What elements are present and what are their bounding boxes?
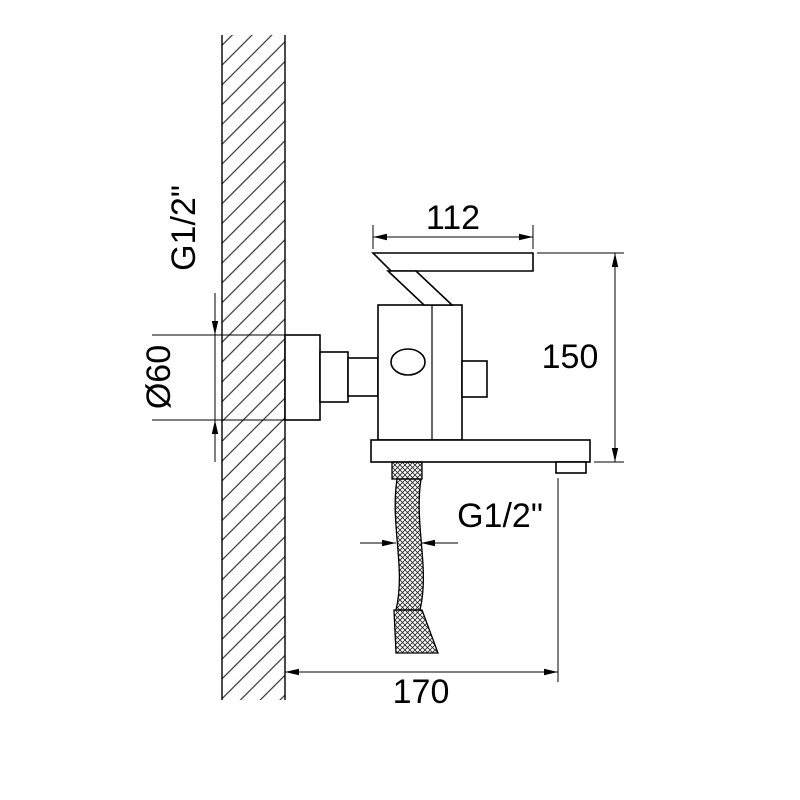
dimension-height <box>537 252 624 463</box>
hose-nut <box>391 461 423 480</box>
faucet-inlet-pipe <box>319 351 349 403</box>
faucet-spout <box>370 439 591 463</box>
dimension-reach <box>285 478 559 682</box>
dim-reach-label: 170 <box>393 673 450 711</box>
dim-height-label: 150 <box>542 338 599 376</box>
arrowhead <box>421 539 435 547</box>
faucet-handle-neck <box>385 270 455 306</box>
faucet-pivot-ellipse <box>390 348 426 376</box>
wall-thread-label: G1/2" <box>165 185 203 271</box>
shower-hose <box>394 478 425 611</box>
faucet-inlet-nut <box>347 357 379 397</box>
faucet-handle <box>371 252 534 272</box>
dimension-top-width <box>372 225 534 249</box>
faucet-wall-flange <box>284 334 321 421</box>
faucet-diverter-box <box>461 360 488 398</box>
arrowhead <box>519 233 533 241</box>
hose-end-cone <box>393 609 439 654</box>
hose-thread-label: G1/2" <box>457 497 543 535</box>
faucet-spout-outlet <box>555 461 587 474</box>
dim-top-width-label: 112 <box>426 199 480 237</box>
shower-hose-assembly <box>391 461 439 654</box>
wall <box>221 35 286 700</box>
dimension-hose-thread <box>360 539 458 547</box>
wall-hatch <box>222 35 285 700</box>
arrowhead <box>382 539 396 547</box>
arrowhead <box>544 668 558 676</box>
faucet-body <box>377 304 463 441</box>
arrowhead <box>611 253 619 267</box>
dim-flange-diameter-label: Ø60 <box>140 345 178 409</box>
arrowhead <box>611 448 619 462</box>
arrowhead <box>211 321 219 335</box>
arrowhead <box>211 420 219 434</box>
arrowhead <box>285 668 299 676</box>
arrowhead <box>373 233 387 241</box>
